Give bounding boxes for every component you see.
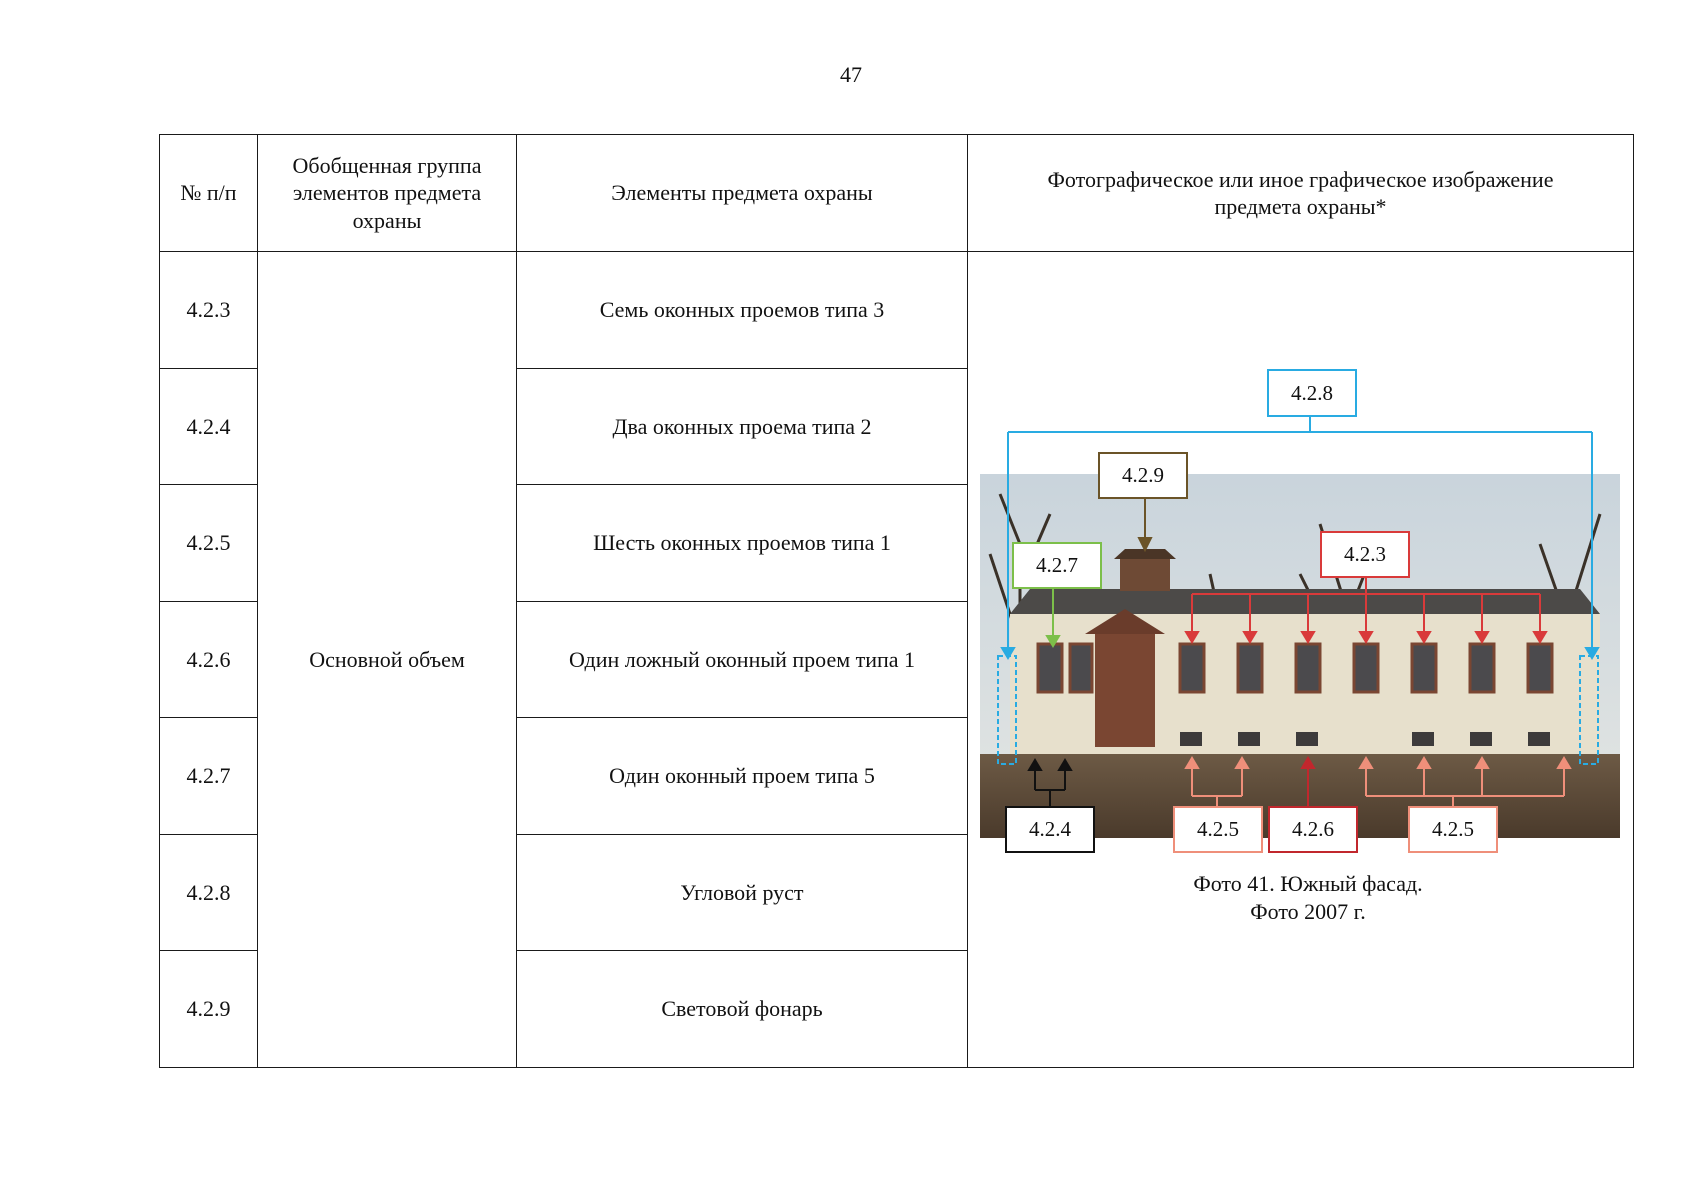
callout-lines-428 bbox=[1000, 416, 1600, 660]
row-element: Световой фонарь bbox=[516, 950, 968, 1068]
table-row: 4.2.3 Основной объем Семь оконных проемо… bbox=[159, 251, 1634, 1068]
basement-windows bbox=[1180, 732, 1550, 746]
annotated-photo: 4.2.8 4.2.9 4.2.7 4.2.3 4.2.4 4.2.5 4.2.… bbox=[980, 344, 1636, 924]
label-4-2-7: 4.2.7 bbox=[1012, 542, 1102, 589]
label-4-2-5-left: 4.2.5 bbox=[1173, 806, 1263, 853]
row-number: 4.2.3 bbox=[159, 251, 258, 369]
photo-caption: Фото 41. Южный фасад. Фото 2007 г. bbox=[980, 870, 1636, 925]
callout-lines-426 bbox=[1300, 756, 1316, 810]
label-4-2-9: 4.2.9 bbox=[1098, 452, 1188, 499]
callout-lines-425-right bbox=[1358, 756, 1572, 810]
header-number: № п/п bbox=[159, 134, 258, 252]
callout-lines-427 bbox=[1045, 588, 1061, 648]
protection-table: № п/п Обобщенная группа элементов предме… bbox=[159, 134, 1634, 1068]
caption-line-2: Фото 2007 г. bbox=[1250, 898, 1366, 924]
row-element: Шесть оконных проемов типа 1 bbox=[516, 484, 968, 602]
row-element: Один оконный проем типа 5 bbox=[516, 717, 968, 835]
table-header-row: № п/п Обобщенная группа элементов предме… bbox=[159, 134, 1634, 252]
roof bbox=[1010, 589, 1600, 614]
label-4-2-5-right: 4.2.5 bbox=[1408, 806, 1498, 853]
row-element: Угловой руст bbox=[516, 833, 968, 951]
row-element: Два оконных проема типа 2 bbox=[516, 367, 968, 485]
photo-cell: 4.2.8 4.2.9 4.2.7 4.2.3 4.2.4 4.2.5 4.2.… bbox=[967, 251, 1636, 1068]
entrance bbox=[1095, 629, 1155, 747]
header-group-text: Обобщенная группа элементов предмета охр… bbox=[292, 152, 482, 233]
row-number: 4.2.7 bbox=[159, 717, 258, 835]
callout-lines-424 bbox=[1027, 758, 1073, 806]
table-row: 4.2.5 Шесть оконных проемов типа 1 bbox=[159, 484, 1634, 602]
table-row: 4.2.6 Один ложный оконный проем типа 1 bbox=[159, 600, 1634, 718]
callout-labels: 4.2.8 4.2.9 4.2.7 4.2.3 4.2.4 4.2.5 4.2.… bbox=[980, 344, 1636, 853]
upper-windows bbox=[1036, 642, 1554, 694]
table-row: 4.2.7 Один оконный проем типа 5 bbox=[159, 717, 1634, 835]
label-4-2-6: 4.2.6 bbox=[1268, 806, 1358, 853]
callout-lines-423 bbox=[1184, 576, 1548, 644]
group-cell: Основной объем bbox=[257, 251, 517, 1068]
row-element: Семь оконных проемов типа 3 bbox=[516, 251, 968, 369]
table-row: 4.2.9 Световой фонарь bbox=[159, 950, 1634, 1068]
header-group: Обобщенная группа элементов предмета охр… bbox=[257, 134, 517, 252]
facade-photo bbox=[980, 416, 1620, 839]
header-elements: Элементы предмета охраны bbox=[516, 134, 968, 252]
label-4-2-3: 4.2.3 bbox=[1320, 531, 1410, 578]
row-number: 4.2.4 bbox=[159, 367, 258, 485]
page-number: 47 bbox=[840, 62, 862, 87]
label-4-2-8: 4.2.8 bbox=[1267, 369, 1357, 417]
callout-lines-429 bbox=[1137, 498, 1153, 553]
row-number: 4.2.6 bbox=[159, 600, 258, 718]
row-number: 4.2.8 bbox=[159, 833, 258, 951]
table-row: 4.2.4 Два оконных проема типа 2 bbox=[159, 367, 1634, 485]
label-4-2-4: 4.2.4 bbox=[1005, 806, 1095, 853]
roof-lantern bbox=[1120, 559, 1170, 591]
row-number: 4.2.9 bbox=[159, 950, 258, 1068]
header-image-text: Фотографическое или иное графическое изо… bbox=[1047, 166, 1554, 220]
row-number: 4.2.5 bbox=[159, 484, 258, 602]
header-image: Фотографическое или иное графическое изо… bbox=[967, 134, 1634, 252]
corner-rust-right bbox=[1579, 655, 1599, 765]
row-element: Один ложный оконный проем типа 1 bbox=[516, 600, 968, 718]
caption-line-1: Фото 41. Южный фасад. bbox=[1193, 871, 1423, 896]
